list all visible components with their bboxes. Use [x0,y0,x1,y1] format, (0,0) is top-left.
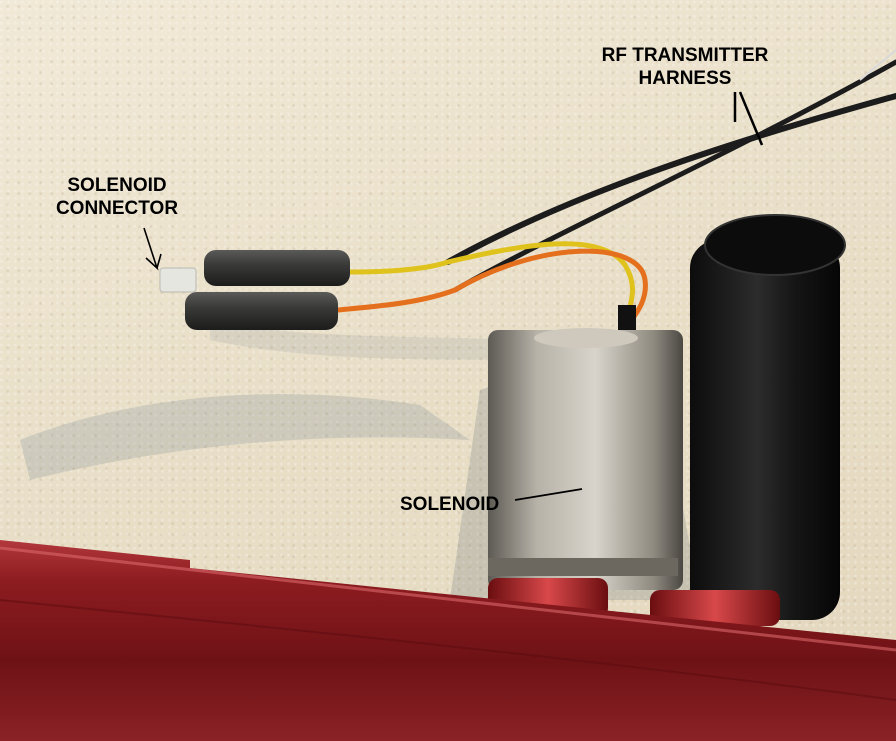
solenoid-connector-part [159,250,350,330]
solenoid-connector-label-line2: CONNECTOR [55,198,179,219]
rf-harness-label-line2: HARNESS [638,68,732,89]
lead-wires [335,241,648,331]
annotation-pointers [143,91,764,501]
rf-harness-wires [445,49,896,293]
connector-pointer [143,227,162,271]
rf-harness-label-line1: RF TRANSMITTER [601,45,769,66]
solenoid-pointer [514,488,583,501]
red-frame [0,540,896,741]
solenoid-connector-label-line1: SOLENOID [67,175,167,196]
black-cylinder [690,214,846,620]
solenoid-body [488,328,683,590]
solenoid-label: SOLENOID [400,494,500,515]
solenoid-connector-label: SOLENOID CONNECTOR [42,174,192,220]
rf-harness-label: RF TRANSMITTER HARNESS [580,44,790,90]
rf-harness-pointer [733,91,764,146]
